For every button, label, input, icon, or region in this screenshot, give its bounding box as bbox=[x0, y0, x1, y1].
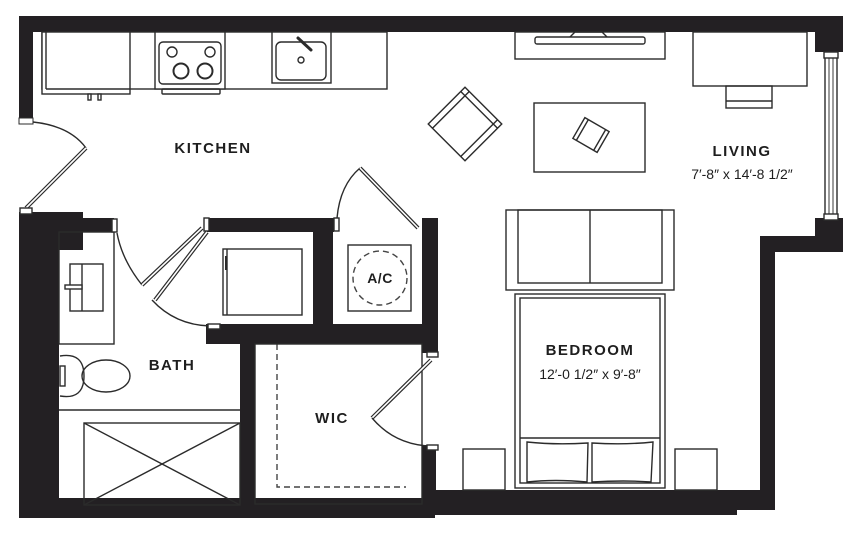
nightstand-icon bbox=[674, 448, 718, 491]
coffee-table-icon bbox=[533, 102, 646, 173]
bed-icon bbox=[514, 293, 666, 489]
desk-icon bbox=[692, 31, 808, 109]
ac-label: A/C bbox=[367, 270, 393, 286]
wic-shelf-icon bbox=[254, 343, 423, 505]
room-label-bath: BATH bbox=[148, 357, 196, 374]
tv-console-icon bbox=[514, 31, 666, 60]
room-label-kitchen: KITCHEN bbox=[174, 140, 252, 157]
washer-dryer-icon bbox=[222, 248, 303, 316]
sofa-icon bbox=[505, 209, 675, 291]
exterior-walls bbox=[18, 16, 843, 518]
room-dimensions-living: 7′-8″ x 14′-8 1/2″ bbox=[691, 166, 793, 182]
room-label-living: LIVING bbox=[712, 143, 772, 160]
stove-icon bbox=[154, 31, 226, 95]
bath-door-icon bbox=[111, 218, 204, 287]
window bbox=[823, 51, 839, 221]
ac-unit-icon bbox=[347, 244, 412, 312]
wic-door-icon bbox=[370, 351, 439, 451]
closet-door-icon bbox=[151, 217, 221, 330]
shower-icon bbox=[83, 422, 241, 506]
entry-door-icon bbox=[19, 121, 88, 215]
nightstand-icon bbox=[462, 448, 506, 491]
room-label-bedroom: BEDROOM bbox=[545, 342, 635, 359]
bath-vanity-icon bbox=[58, 231, 115, 345]
refrigerator-icon bbox=[41, 31, 131, 101]
kitchen-counter bbox=[41, 31, 388, 101]
armchair-icon bbox=[427, 86, 503, 162]
room-dimensions-bedroom: 12′-0 1/2″ x 9′-8″ bbox=[539, 366, 641, 382]
ac-closet-door-icon bbox=[333, 166, 420, 232]
room-label-wic: WIC bbox=[315, 410, 349, 427]
sink-icon bbox=[271, 31, 332, 84]
interior-walls bbox=[59, 218, 438, 505]
toilet-icon bbox=[59, 354, 131, 398]
